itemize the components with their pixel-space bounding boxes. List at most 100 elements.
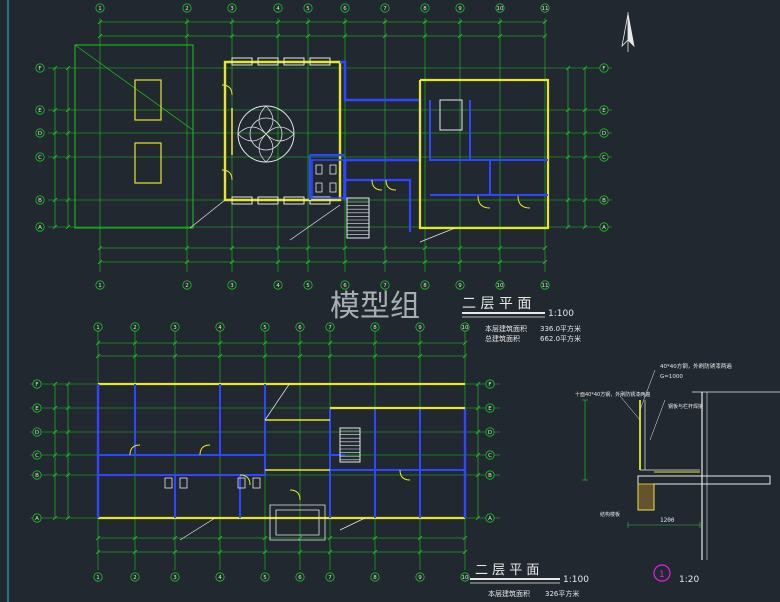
lower-axis-col-bubble: 7 [325,322,335,332]
upper-axis-row-bubble: F [599,63,609,73]
lower-axis-col-bubble: 8 [370,572,380,582]
lower-axis-row-label: B [35,473,39,479]
upper-axis-row-bubble: C [599,152,609,162]
upper-axis-col-bubble: 7 [380,280,390,290]
toilet-fixtures [315,164,337,193]
lower-stair-hall [265,419,330,471]
detail-note-1: 40*40方钢，外刷防锈漆两遍 [660,362,732,370]
upper-axis-col-bubble: 8 [420,3,430,13]
upper-plan-scale: 1:100 [548,309,574,319]
lower-axis-col-bubble: 1 [93,322,103,332]
hall-windows-top [231,57,331,66]
upper-axis-row-bubble: A [599,222,609,232]
lower-axis-col-bubble: 10 [460,572,470,582]
hall-rotunda-inner [249,117,283,151]
upper-axis-row-label: A [38,225,42,231]
entry-leader [189,199,226,229]
lower-axis-col-bubble: 4 [215,572,225,582]
upper-axis-col-bubble: 3 [227,3,237,13]
lower-axis-col-bubble: 2 [130,322,140,332]
upper-plan-dimension-lines [52,19,588,265]
upper-axis-col-bubble: 3 [227,280,237,290]
rain-leader [419,227,456,243]
main-stair [346,197,370,239]
upper-area-label-2: 总建筑面积 [485,334,520,343]
upper-axis-col-label: 2 [185,283,189,289]
lower-entrance-canopy [269,504,326,541]
upper-plan-gridlines [48,18,612,272]
upper-axis-col-label: 10 [497,283,504,289]
lower-axis-col-label: 7 [328,575,332,581]
core-walls-2 [308,153,412,232]
upper-axis-col-bubble: 9 [455,280,465,290]
upper-axis-col-bubble: 5 [303,280,313,290]
upper-axis-row-bubble: B [599,195,609,205]
lower-axis-col-label: 8 [373,325,377,331]
upper-axis-row-label: E [602,108,606,114]
lower-axis-col-label: 9 [418,575,422,581]
upper-axis-row-label: B [38,198,42,204]
detail-side-label: 十面40*40方钢，外刷防锈漆两遍 [575,391,650,398]
lower-axis-row-bubble: F [32,379,42,389]
upper-axis-row-bubble: D [35,128,45,138]
lower-area-label: 本层建筑面积 [488,589,530,598]
upper-axis-col-label: 4 [276,6,280,12]
upper-axis-row-label: F [602,66,605,72]
detail-label-right: 钢板与栏杆焊接 [668,403,703,410]
lower-axis-col-label: 1 [96,575,100,581]
lower-axis-col-label: 9 [418,325,422,331]
upper-axis-row-bubble: B [35,195,45,205]
detail-dim-label: 1200 [660,517,675,524]
upper-axis-col-label: 9 [458,6,462,12]
upper-axis-row-label: C [38,155,42,161]
upper-axis-col-label: 5 [306,6,310,12]
upper-axis-col-label: 3 [230,283,234,289]
upper-axis-col-label: 7 [383,6,387,12]
upper-axis-col-bubble: 2 [182,280,192,290]
lower-axis-row-label: C [35,453,39,459]
lower-axis-row-label: A [35,516,39,522]
lower-axis-row-bubble: A [485,513,495,523]
upper-plan-walls [74,44,550,243]
upper-axis-col-label: 9 [458,283,462,289]
lower-axis-col-label: 4 [218,575,222,581]
upper-axis-col-bubble: 6 [340,3,350,13]
lower-axis-col-bubble: 6 [295,322,305,332]
upper-axis-row-bubble: E [35,105,45,115]
lower-axis-row-bubble: D [32,427,42,437]
door-swings [221,84,531,209]
lower-axis-col-label: 5 [263,575,267,581]
lower-axis-col-bubble: 5 [260,322,270,332]
upper-axis-col-label: 11 [542,283,549,289]
lower-toilet-fixtures [164,477,261,489]
lower-axis-col-bubble: 1 [93,572,103,582]
upper-axis-col-label: 6 [343,283,347,289]
lower-axis-row-label: E [35,406,39,412]
detail-scale: 1:20 [679,575,699,585]
canopy-leader [289,204,341,241]
lower-axis-row-label: A [488,516,492,522]
upper-axis-row-label: D [38,131,42,137]
lower-axis-row-bubble: C [32,450,42,460]
upper-axis-col-label: 10 [497,6,504,12]
upper-axis-row-bubble: E [599,105,609,115]
upper-axis-col-bubble: 1 [95,280,105,290]
lower-leader-1 [264,382,291,421]
upper-area-value-1: 336.0平方米 [540,324,581,333]
upper-axis-col-bubble: 11 [540,280,550,290]
north-arrow-icon [621,12,635,52]
lower-axis-row-label: B [488,473,492,479]
upper-axis-col-label: 2 [185,6,189,12]
upper-axis-row-label: A [602,225,606,231]
detail-dims [582,399,701,528]
lower-plan-title-block: 二 层 平 面 1:100 本层建筑面积 326平方米 [470,563,589,598]
lower-axis-col-bubble: 4 [215,322,225,332]
lower-stair-treads [340,430,360,461]
upper-axis-col-bubble: 10 [495,280,505,290]
detail-marker-icon: 1 [653,564,671,582]
lower-axis-col-bubble: 3 [170,322,180,332]
lower-axis-col-bubble: 8 [370,322,380,332]
